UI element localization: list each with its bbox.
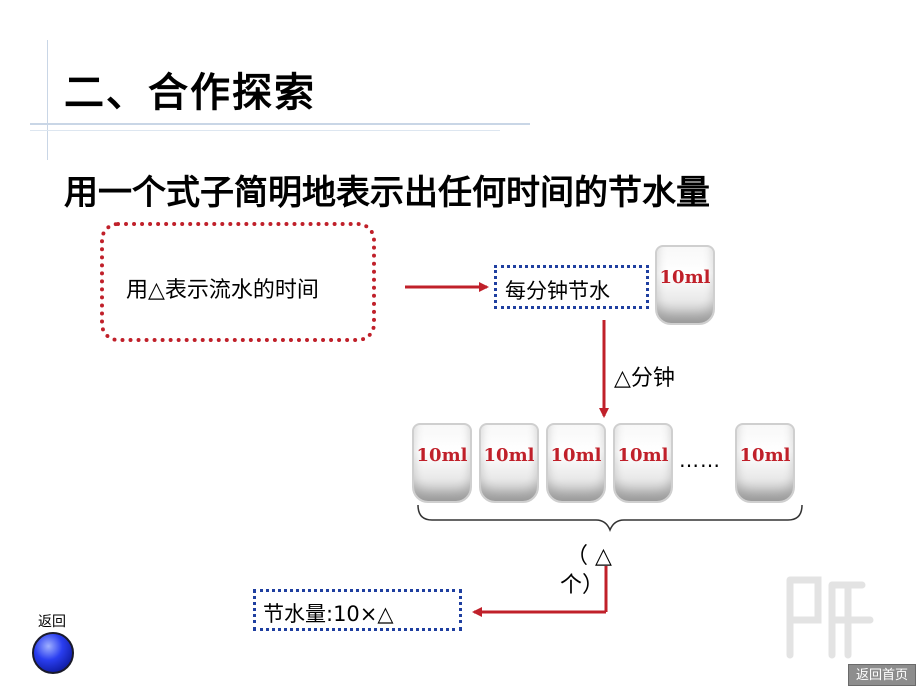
- rate-box-text: 每分钟节水: [505, 279, 610, 303]
- concept-box: [100, 222, 376, 342]
- slide-subtitle: 用一个式子简明地表示出任何时间的节水量: [64, 173, 710, 213]
- glass-label: 10ml: [617, 445, 669, 466]
- result-box-text: 节水量:10×△: [263, 602, 394, 626]
- glass-label: 10ml: [483, 445, 535, 466]
- water-glass: 10ml: [412, 423, 472, 503]
- concept-box-text: 用△表示流水的时间: [126, 278, 319, 303]
- back-label: 返回: [38, 614, 66, 630]
- glass-label: 10ml: [550, 445, 602, 466]
- glass-label: 10ml: [659, 267, 711, 288]
- rate-box: [494, 265, 649, 309]
- minutes-label: △分钟: [614, 366, 675, 391]
- glass-label: 10ml: [416, 445, 468, 466]
- decorative-vertical-line: [47, 40, 48, 160]
- title-underline: [30, 123, 530, 125]
- water-glass: 10ml: [655, 245, 715, 325]
- slide-title: 二、合作探索: [64, 70, 316, 116]
- home-button[interactable]: 返回首页: [848, 664, 916, 686]
- water-glass: 10ml: [735, 423, 795, 503]
- count-label-line2: 个）: [560, 573, 605, 598]
- water-glass: 10ml: [479, 423, 539, 503]
- watermark-graphic: [786, 576, 874, 659]
- back-button[interactable]: [32, 632, 74, 674]
- water-glass: 10ml: [613, 423, 673, 503]
- glass-row-ellipsis: ……: [679, 448, 721, 472]
- brace: [417, 504, 803, 533]
- water-glass: 10ml: [546, 423, 606, 503]
- title-underline-secondary: [30, 130, 500, 131]
- count-label-line1: （ △: [566, 544, 612, 569]
- glass-label: 10ml: [739, 445, 791, 466]
- result-box: [253, 589, 462, 631]
